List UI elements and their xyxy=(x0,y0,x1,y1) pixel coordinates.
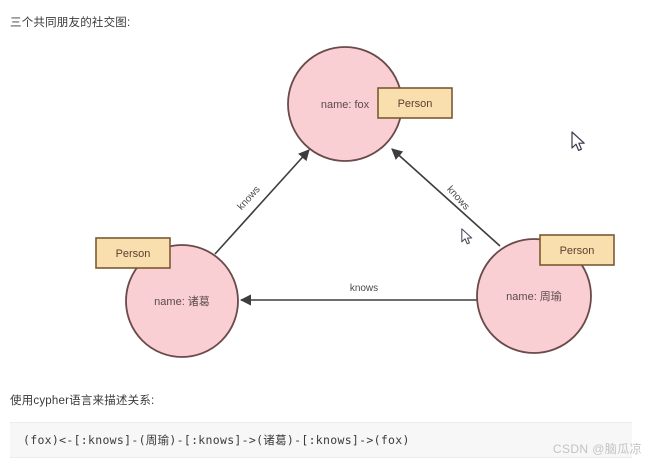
node-label-fox: name: fox xyxy=(321,99,370,111)
edge-line xyxy=(214,149,310,255)
node-badge-label: Person xyxy=(560,245,595,257)
edge-label-knows: knows xyxy=(236,184,263,212)
node-zhuge[interactable]: name: 诸葛 Person xyxy=(95,237,239,358)
node-circle xyxy=(476,238,592,354)
node-zhouyu[interactable]: name: 周瑜 Person xyxy=(476,234,615,354)
edge-zhuge-knows-fox[interactable]: knows xyxy=(214,149,310,255)
node-badge-box[interactable] xyxy=(95,237,171,269)
node-label-zhuge: name: 诸葛 xyxy=(154,295,210,308)
node-badge-label: Person xyxy=(398,98,433,110)
edge-label-knows: knows xyxy=(350,283,378,294)
edge-zhouyu-knows-fox[interactable]: knows xyxy=(391,148,501,247)
edge-line xyxy=(391,148,501,247)
node-badge-label: Person xyxy=(116,248,151,260)
cypher-code-text: (fox)<-[:knows]-(周瑜)-[:knows]->(诸葛)-[:kn… xyxy=(23,433,410,447)
node-badge-box[interactable] xyxy=(539,234,615,266)
cypher-code-block: (fox)<-[:knows]-(周瑜)-[:knows]->(诸葛)-[:kn… xyxy=(10,422,632,458)
caption-cypher: 使用cypher语言来描述关系: xyxy=(10,395,155,407)
caption-social-graph: 三个共同朋友的社交图: xyxy=(10,17,131,29)
csdn-watermark: CSDN @脑瓜凉 xyxy=(552,442,642,456)
node-circle xyxy=(125,244,239,358)
graph-canvas: knows knows knows name: fox Person name: xyxy=(95,46,615,358)
node-badge-box[interactable] xyxy=(377,87,453,119)
node-fox[interactable]: name: fox Person xyxy=(287,46,453,162)
node-label-zhouyu: name: 周瑜 xyxy=(506,289,562,303)
edge-zhouyu-knows-zhuge[interactable]: knows xyxy=(239,283,477,306)
social-graph-diagram: knows knows knows name: fox Person name: xyxy=(0,28,652,388)
